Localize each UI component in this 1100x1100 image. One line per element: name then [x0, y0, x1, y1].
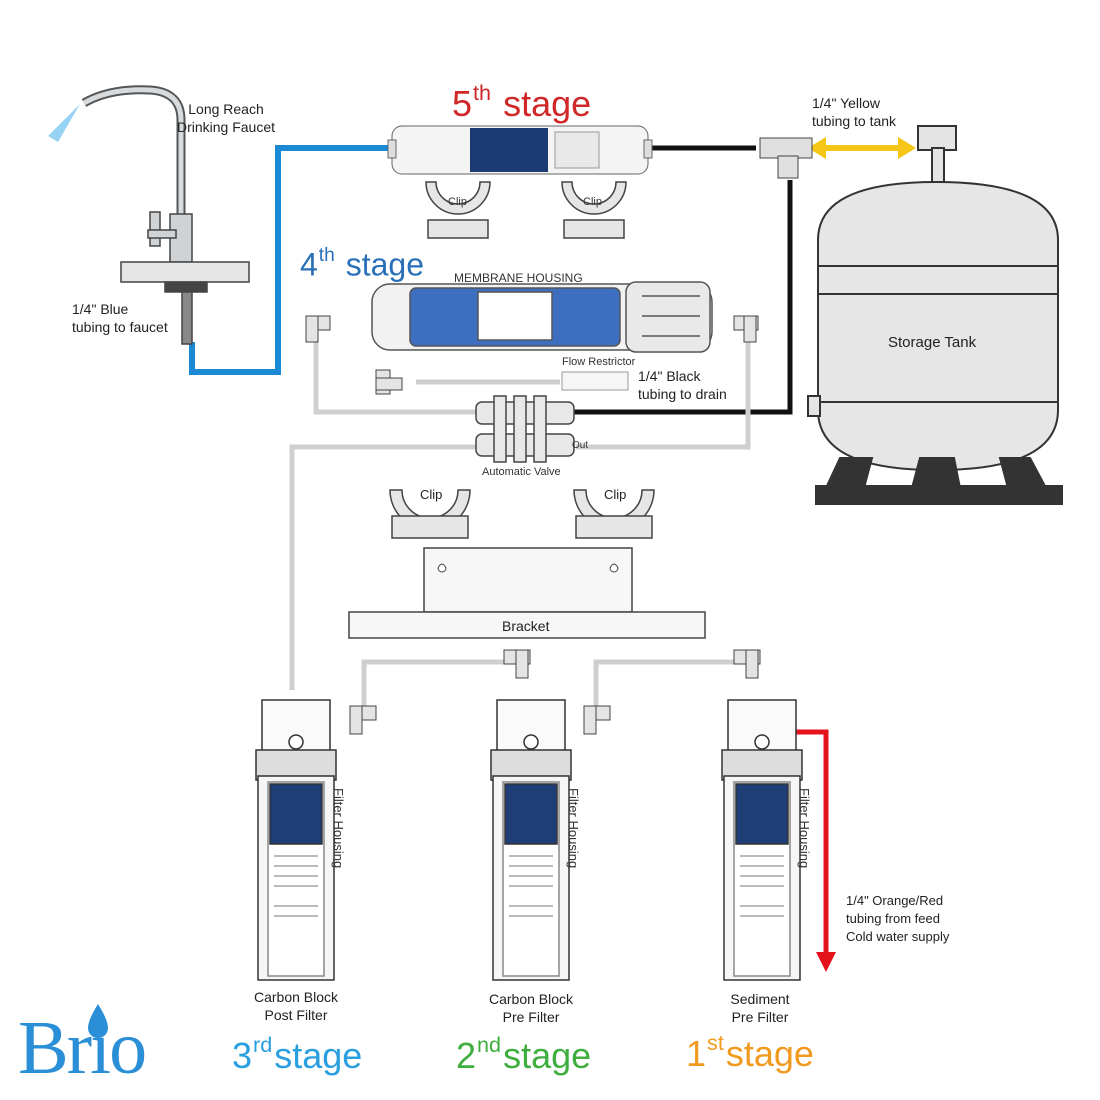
feed-tubing-label-line2: tubing from feed — [846, 911, 940, 926]
membrane-housing — [371, 281, 713, 353]
sediment-filter-label-line2: Pre Filter — [731, 1009, 789, 1025]
feed-tubing-label-line1: 1/4" Orange/Red — [846, 893, 944, 908]
black-tubing-label-line1: 1/4" Black — [638, 368, 701, 384]
bracket-hole-right — [609, 563, 619, 573]
stage-1-sup: st — [707, 1030, 724, 1055]
elbow-fittings — [305, 315, 761, 735]
stage-4-word: stage — [345, 246, 424, 283]
membrane-housing-label: MEMBRANE HOUSING — [454, 271, 583, 285]
stage-4-title: 4th stage — [300, 246, 424, 280]
post-filter-label-line1: Carbon Block — [253, 989, 339, 1005]
logo-drop-icon — [88, 1004, 108, 1038]
post-filter-label-line2: Post Filter — [264, 1007, 328, 1023]
stage-3-sup: rd — [253, 1032, 273, 1057]
flow-restrictor-label: Flow Restrictor — [562, 356, 636, 368]
grey-tubing — [289, 340, 751, 712]
black-tubing-label: 1/4" Black tubing to drain — [638, 367, 727, 403]
flow-restrictor — [561, 371, 629, 391]
blue-tubing-label-line1: 1/4" Blue — [72, 301, 129, 317]
yellow-tubing-label-line2: tubing to tank — [812, 113, 897, 129]
sediment-filter-label-line1: Sediment — [730, 991, 790, 1007]
stage-5-num: 5 — [452, 83, 473, 125]
filter-housing-label-2: Filter Housing — [566, 788, 581, 869]
stage-2-title: 2ndstage — [456, 1034, 591, 1074]
filter-label-lines — [274, 855, 784, 917]
stage-3-title: 3rdstage — [232, 1034, 362, 1074]
bracket-label: Bracket — [502, 618, 550, 634]
valve-out-label: Out — [572, 440, 589, 451]
blue-tubing — [189, 145, 390, 375]
post-filter-label: Carbon Block Post Filter — [254, 988, 338, 1024]
red-feed-arrow — [796, 729, 836, 972]
clip-label-4: Clip — [604, 487, 627, 502]
faucet — [81, 85, 250, 345]
pre-filter-label-line2: Pre Filter — [502, 1009, 560, 1025]
yellow-tubing-label: 1/4" Yellow tubing to tank — [812, 94, 896, 130]
filter-housings — [255, 699, 803, 981]
sediment-filter-label: Sediment Pre Filter — [730, 990, 789, 1026]
black-tubing-tank — [574, 180, 793, 415]
automatic-valve-label: Automatic Valve — [482, 466, 561, 478]
faucet-label-line2: Drinking Faucet — [176, 119, 276, 135]
stage-4-sup: th — [318, 245, 335, 266]
stage-5-title: 5th stage — [452, 82, 591, 122]
filter-housing-label-1: Filter Housing — [797, 788, 812, 869]
stage-5-sup: th — [473, 80, 492, 105]
water-spray — [48, 104, 80, 142]
bracket-hole-left — [437, 563, 447, 573]
pre-filter-label: Carbon Block Pre Filter — [489, 990, 573, 1026]
clip-label-1: Clip — [448, 196, 467, 208]
storage-tank — [807, 125, 1063, 505]
blue-tubing-label-line2: tubing to faucet — [72, 319, 168, 335]
faucet-label: Long Reach Drinking Faucet — [177, 100, 275, 136]
yellow-tubing-arrow — [808, 137, 916, 159]
blue-tubing-label: 1/4" Blue tubing to faucet — [72, 300, 168, 336]
large-clips — [389, 489, 655, 539]
black-tubing-label-line2: tubing to drain — [638, 386, 727, 402]
stage-3-num: 3 — [232, 1035, 253, 1077]
stage-2-word: stage — [503, 1035, 592, 1077]
brio-logo: Brio — [18, 1006, 147, 1090]
stage-5-word: stage — [503, 83, 592, 125]
bracket — [348, 547, 706, 639]
inline-filter-5th — [387, 125, 653, 175]
stage-4-num: 4 — [300, 246, 318, 283]
clip-label-3: Clip — [420, 487, 443, 502]
storage-tank-label: Storage Tank — [888, 334, 977, 351]
small-clips — [425, 181, 627, 239]
feed-tubing-label: 1/4" Orange/Red tubing from feed Cold wa… — [846, 892, 949, 946]
pre-filter-label-line1: Carbon Block — [488, 991, 574, 1007]
clip-label-2: Clip — [583, 196, 602, 208]
tee-fitting — [759, 137, 813, 179]
stage-1-num: 1 — [686, 1033, 707, 1075]
filter-housing-label-3: Filter Housing — [331, 788, 346, 869]
automatic-valve — [475, 395, 575, 463]
yellow-tubing-label-line1: 1/4" Yellow — [812, 95, 881, 111]
stage-2-sup: nd — [477, 1032, 502, 1057]
stage-2-num: 2 — [456, 1035, 477, 1077]
faucet-label-line1: Long Reach — [188, 101, 264, 117]
stage-1-word: stage — [725, 1033, 814, 1075]
feed-tubing-label-line3: Cold water supply — [846, 929, 950, 944]
stage-1-title: 1ststage — [686, 1032, 814, 1072]
stage-3-word: stage — [274, 1035, 363, 1077]
